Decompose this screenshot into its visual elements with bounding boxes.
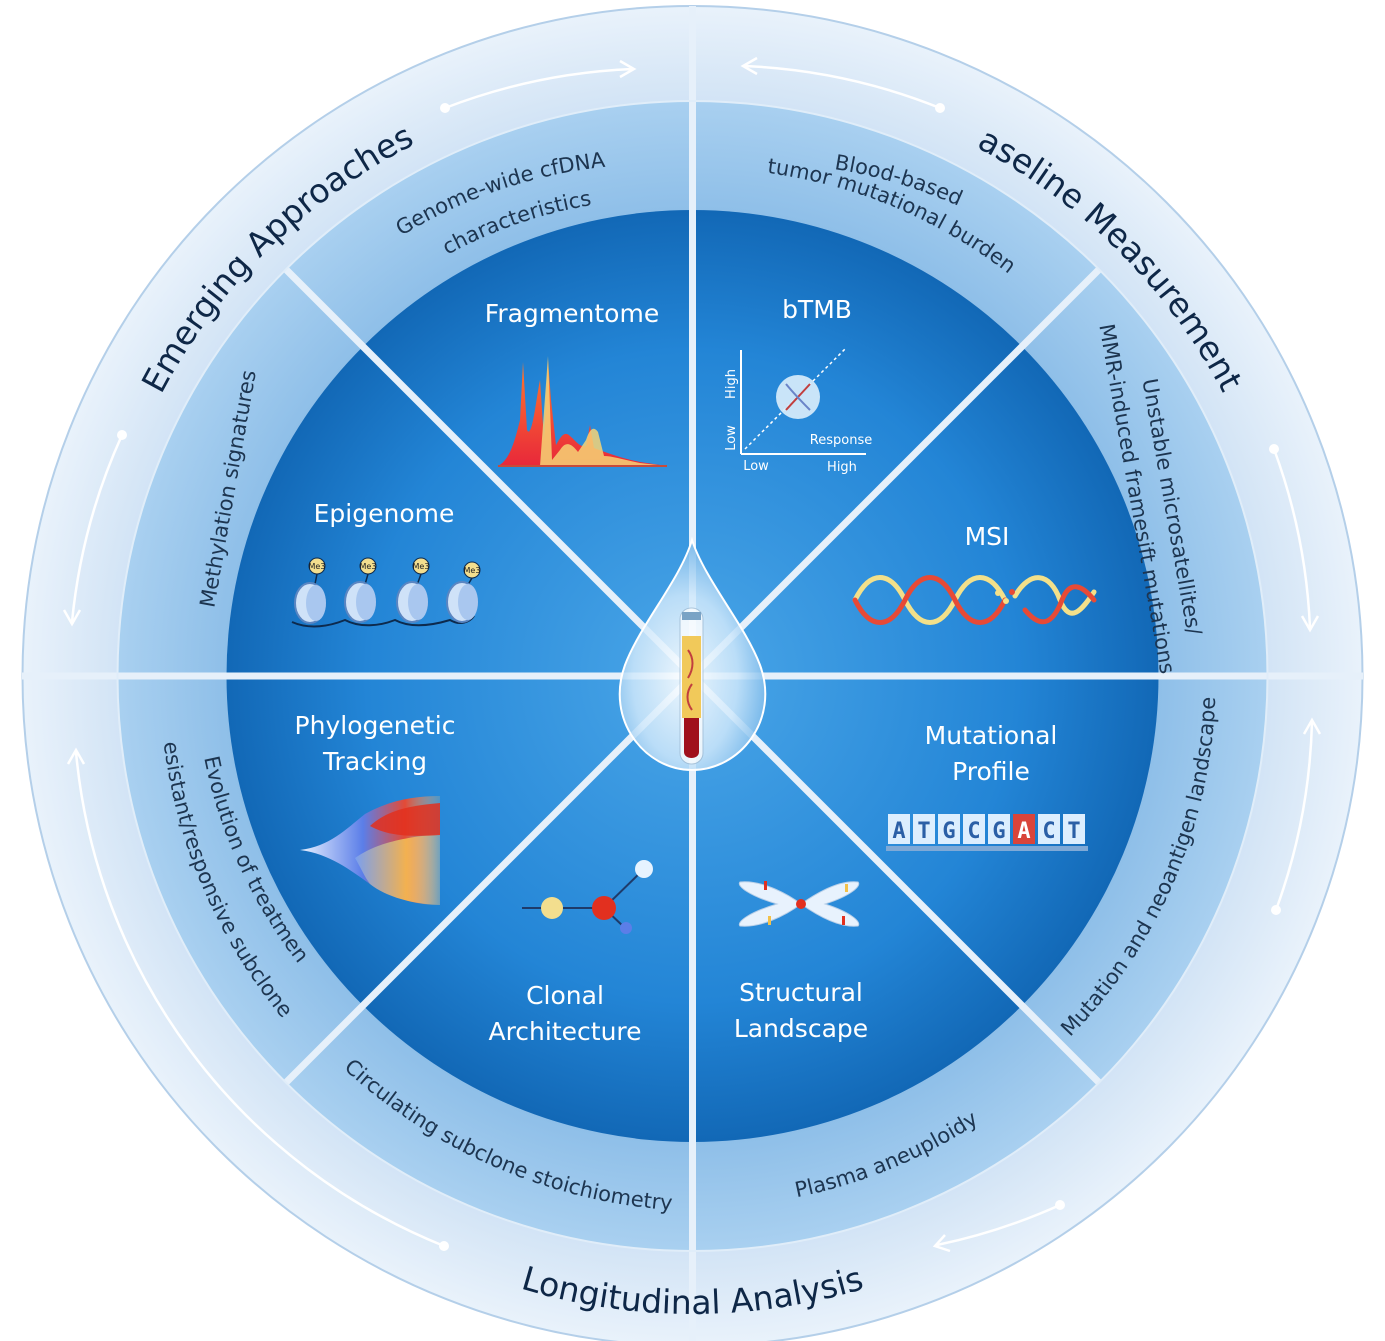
sequence-base-box bbox=[913, 814, 935, 844]
chromosome-icon bbox=[738, 881, 860, 927]
segment-title-structural-2: Landscape bbox=[734, 1014, 868, 1043]
segment-title-msi: MSI bbox=[965, 522, 1010, 551]
sequence-base-letter: G bbox=[942, 819, 955, 844]
btmb-plot-icon: High Low Low High Response bbox=[724, 347, 872, 475]
sequence-base-letter: G bbox=[992, 819, 1005, 844]
sequence-base-letter: C bbox=[967, 819, 980, 844]
sequence-base-box bbox=[963, 814, 985, 844]
sequence-base-line bbox=[886, 846, 1088, 851]
segment-title-clonal-1: Clonal bbox=[526, 981, 604, 1010]
sequence-base-box bbox=[938, 814, 960, 844]
sequence-base-letter: T bbox=[1067, 819, 1080, 844]
me3-label: Me3 bbox=[309, 562, 326, 571]
nucleosome-core bbox=[458, 584, 478, 620]
nucleosome-core bbox=[306, 585, 326, 621]
me3-label: Me3 bbox=[360, 562, 377, 571]
sequence-base-box bbox=[1013, 814, 1035, 844]
sequence-base-box bbox=[888, 814, 910, 844]
me3-mark bbox=[359, 557, 377, 575]
segment-title-clonal-2: Architecture bbox=[488, 1017, 641, 1046]
nucleosome-core bbox=[408, 584, 428, 620]
segment-title-btmb: bTMB bbox=[782, 295, 852, 324]
me3-mark bbox=[412, 557, 430, 575]
me3-mark bbox=[308, 557, 326, 575]
segment-title-fragmentome: Fragmentome bbox=[485, 299, 659, 328]
segment-title-structural-1: Structural bbox=[739, 978, 863, 1007]
dna-linker bbox=[291, 615, 475, 628]
btmb-y-high: High bbox=[724, 369, 739, 399]
sequence-base-letter: A bbox=[892, 819, 905, 844]
fragmentome-histogram-icon bbox=[498, 356, 667, 467]
btmb-x-low: Low bbox=[743, 459, 769, 474]
segment-title-epigenome: Epigenome bbox=[314, 499, 455, 528]
cycle-arrows bbox=[62, 56, 1322, 1253]
msi-dna-helix-icon bbox=[852, 575, 1097, 625]
me3-label: Me3 bbox=[413, 562, 430, 571]
sequence-base-box bbox=[988, 814, 1010, 844]
sequence-base-letter: T bbox=[917, 819, 930, 844]
sequence-base-box bbox=[1063, 814, 1085, 844]
sequence-base-letter: A bbox=[1017, 819, 1030, 844]
btmb-x-high: High bbox=[827, 460, 857, 475]
segment-title-mutational-2: Profile bbox=[952, 757, 1030, 786]
me3-label: Me3 bbox=[464, 566, 481, 575]
btmb-y-low: Low bbox=[724, 425, 739, 451]
nucleosome-core bbox=[356, 584, 376, 620]
me3-mark bbox=[463, 561, 481, 579]
btmb-response-label: Response bbox=[810, 433, 872, 448]
segment-title-mutational-1: Mutational bbox=[925, 721, 1058, 750]
phylogenetic-fishplot-icon bbox=[300, 796, 440, 905]
clonal-network-icon bbox=[522, 860, 653, 934]
sequence-base-letter: C bbox=[1042, 819, 1055, 844]
middle-ring-edge bbox=[116, 100, 1269, 1252]
blood-drop-tube-icon bbox=[618, 536, 767, 772]
segment-title-phylogenetic-2: Tracking bbox=[322, 747, 427, 776]
sequence-base-box bbox=[1038, 814, 1060, 844]
nucleosome-methylation-icon: Me3 Me3 Me3 Me3 bbox=[291, 557, 481, 628]
segment-title-phylogenetic-1: Phylogenetic bbox=[295, 711, 456, 740]
